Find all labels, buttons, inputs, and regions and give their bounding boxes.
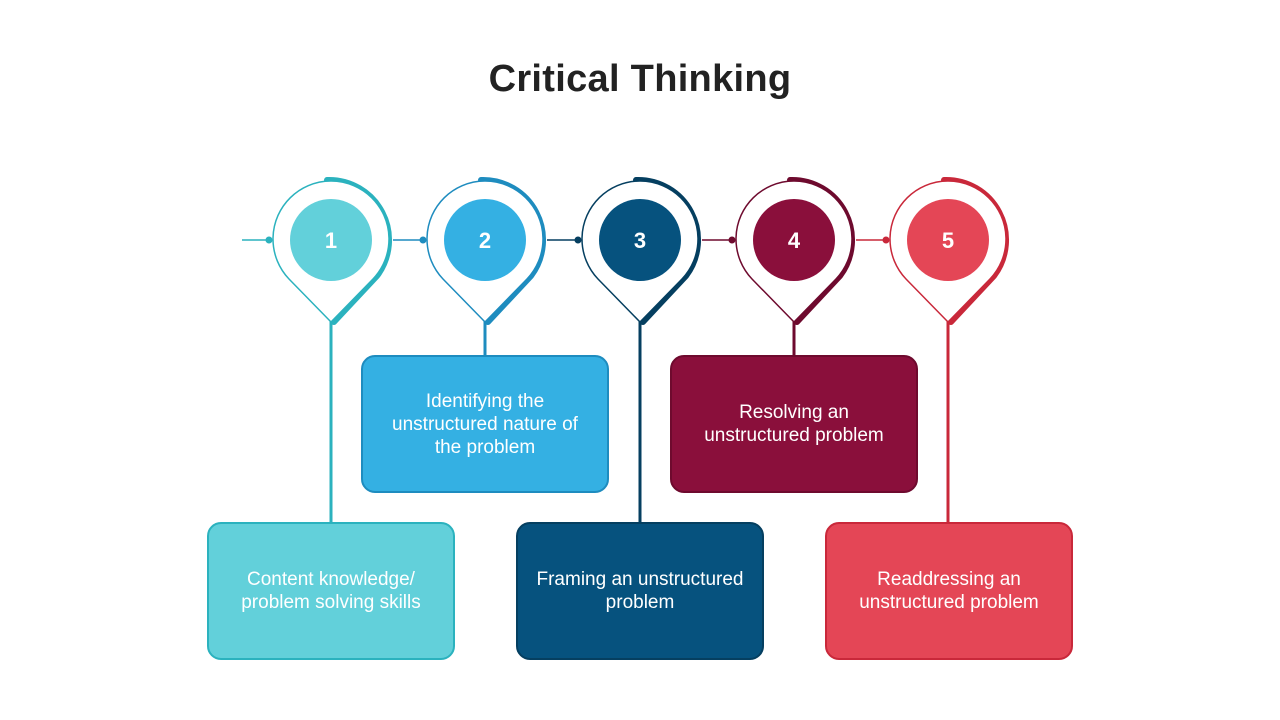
step-1-connector-dot xyxy=(265,236,273,244)
step-4-box: Resolving an unstructured problem xyxy=(670,355,918,493)
step-5-box: Readdressing an unstructured problem xyxy=(825,522,1073,660)
step-4-number-circle xyxy=(753,199,835,281)
step-3-connector-dot xyxy=(574,236,582,244)
step-2-number: 2 xyxy=(479,228,491,253)
step-2-text: Identifying the unstructured nature of t… xyxy=(392,390,578,458)
step-1-number-circle xyxy=(290,199,372,281)
step-3-box: Framing an unstructured problem xyxy=(516,522,764,660)
step-1-number: 1 xyxy=(325,228,337,253)
step-2-number-circle xyxy=(444,199,526,281)
step-3-text: Framing an unstructured problem xyxy=(536,569,744,613)
step-5-number-circle xyxy=(907,199,989,281)
step-5-number: 5 xyxy=(942,228,954,253)
page-title: Critical Thinking xyxy=(488,58,792,100)
step-3-number: 3 xyxy=(634,228,646,253)
step-1-box: Content knowledge/ problem solving skill… xyxy=(207,522,455,660)
step-4-connector-dot xyxy=(728,236,736,244)
step-4-number: 4 xyxy=(788,228,801,253)
step-4-text: Resolving an unstructured problem xyxy=(704,402,884,446)
step-3-number-circle xyxy=(599,199,681,281)
step-2-box: Identifying the unstructured nature of t… xyxy=(361,355,609,493)
step-5-text: Readdressing an unstructured problem xyxy=(859,569,1039,613)
step-5-connector-dot xyxy=(882,236,890,244)
step-2-connector-dot xyxy=(419,236,427,244)
step-1-text: Content knowledge/ problem solving skill… xyxy=(241,569,421,613)
